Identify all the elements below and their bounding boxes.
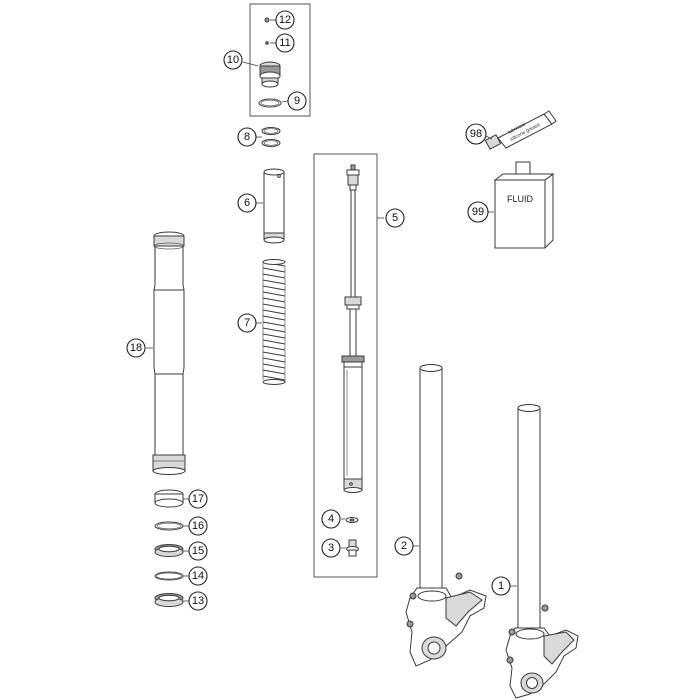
svg-text:18: 18 <box>130 342 142 354</box>
callout-98: 98 <box>465 123 487 145</box>
part-4-washer <box>341 517 359 523</box>
callout-17: 17 <box>188 489 208 509</box>
callout-7: 7 <box>237 313 257 333</box>
part-11-washer <box>265 41 276 45</box>
callout-4: 4 <box>321 509 341 529</box>
svg-text:16: 16 <box>192 520 204 532</box>
callout-9: 9 <box>287 91 307 111</box>
part-16-bushing <box>154 521 189 531</box>
part-99-fluid-container: FLUID <box>488 161 555 249</box>
svg-text:1: 1 <box>498 580 504 592</box>
callout-2: 2 <box>394 536 414 556</box>
part-1-inner-tube <box>505 404 579 699</box>
svg-text:4: 4 <box>328 513 334 525</box>
callout-14: 14 <box>188 566 208 586</box>
callout-13: 13 <box>188 591 208 611</box>
callout-12: 12 <box>275 10 295 30</box>
part-12-screw <box>264 17 276 23</box>
cap-assembly-box <box>249 3 311 117</box>
svg-text:13: 13 <box>192 595 204 607</box>
callout-10: 10 <box>223 50 243 70</box>
callout-99: 99 <box>467 201 489 223</box>
callout-1: 1 <box>491 576 511 596</box>
part-5-cartridge <box>341 164 384 493</box>
part-17-bushing <box>154 489 189 508</box>
svg-text:98: 98 <box>470 128 482 140</box>
part-13-dust-seal <box>154 593 189 607</box>
svg-text:5: 5 <box>392 212 398 224</box>
part-7-spring <box>256 259 286 385</box>
part-9-o-ring <box>258 98 289 108</box>
callout-5: 5 <box>385 208 405 228</box>
svg-text:17: 17 <box>192 493 204 505</box>
part-3-screw <box>341 539 359 557</box>
part-18-outer-tube <box>146 231 186 475</box>
callout-16: 16 <box>188 516 208 536</box>
part-98-grease-tube: lubricant silicone grease <box>484 110 557 150</box>
callout-18: 18 <box>126 338 146 358</box>
part-15-seal <box>154 544 189 557</box>
callout-3: 3 <box>321 538 341 558</box>
svg-text:6: 6 <box>244 197 250 209</box>
callout-6: 6 <box>237 193 257 213</box>
fluid-label: FLUID <box>507 194 534 204</box>
cartridge-box <box>313 153 378 578</box>
svg-text:14: 14 <box>192 570 204 582</box>
part-6-spacer-tube <box>256 168 285 244</box>
callout-15: 15 <box>188 541 208 561</box>
part-8-rings <box>256 127 281 147</box>
part-2-inner-tube <box>405 364 487 667</box>
svg-text:8: 8 <box>244 131 250 143</box>
svg-text:2: 2 <box>401 540 407 552</box>
svg-text:11: 11 <box>279 37 290 49</box>
svg-text:9: 9 <box>294 95 300 107</box>
part-10-cap <box>242 61 281 88</box>
callout-11: 11 <box>275 33 295 53</box>
svg-text:7: 7 <box>244 317 250 329</box>
svg-text:3: 3 <box>328 542 334 554</box>
callout-8: 8 <box>237 127 257 147</box>
svg-text:99: 99 <box>472 206 484 218</box>
part-14-clip <box>154 571 189 581</box>
svg-text:10: 10 <box>227 54 239 66</box>
svg-text:12: 12 <box>279 14 291 26</box>
svg-text:15: 15 <box>192 545 204 557</box>
